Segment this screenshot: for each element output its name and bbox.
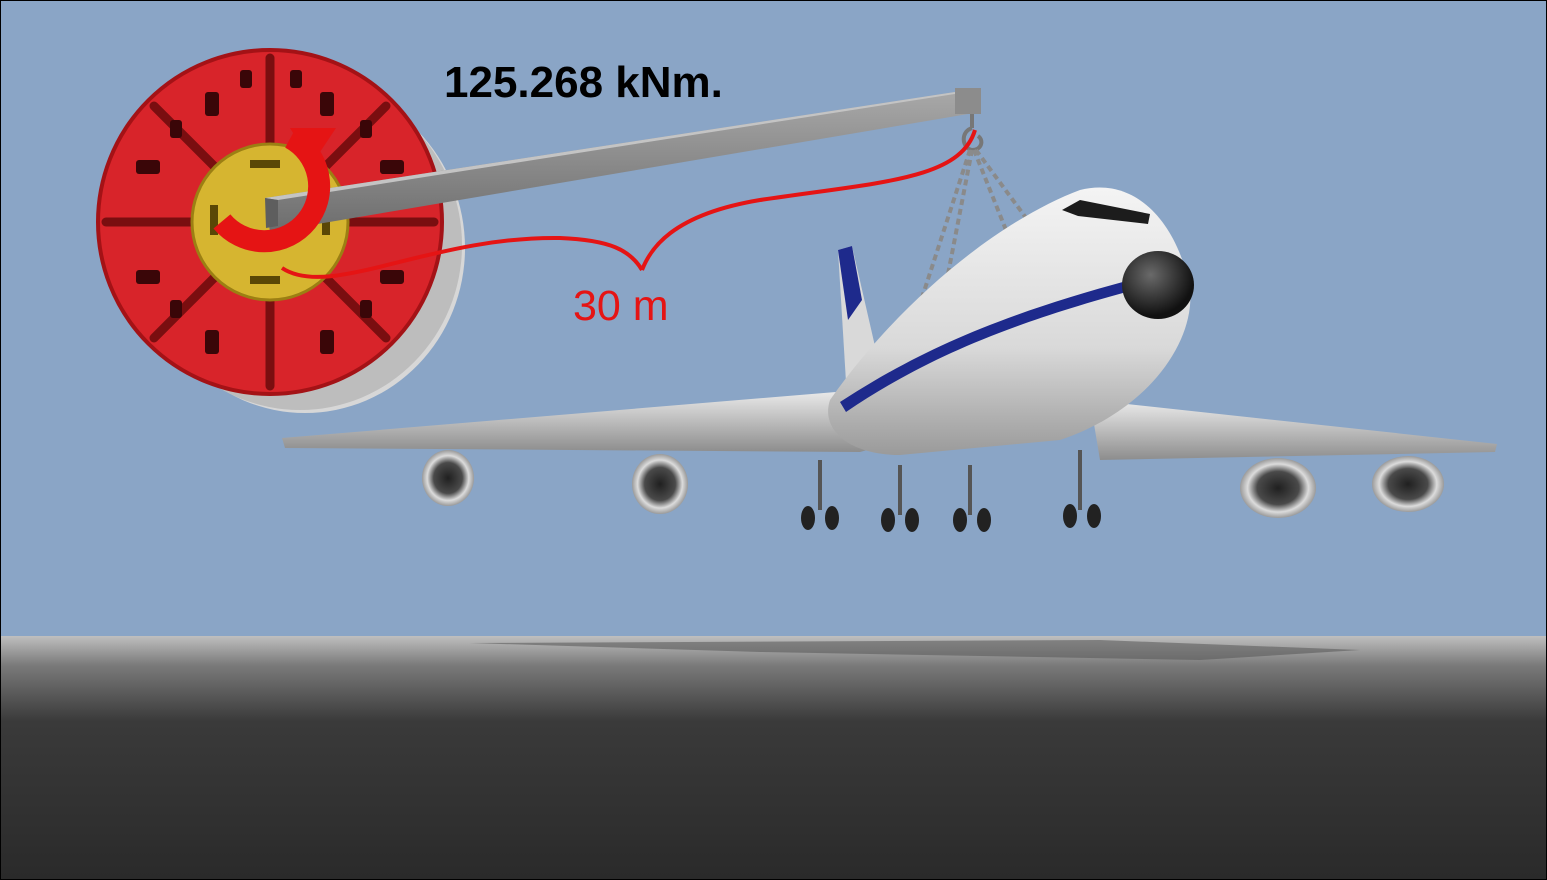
landing-gear: [818, 450, 1082, 515]
tunnel-boring-cutter-head: [96, 48, 465, 413]
aircraft-shadow: [470, 640, 1360, 660]
distance-label: 30 m: [573, 282, 669, 330]
torque-label: 125.268 kNm.: [444, 58, 723, 107]
boeing-747-aircraft: [282, 187, 1497, 532]
ground: [0, 636, 1547, 880]
circular-arrow-icon: [213, 128, 336, 253]
engine-right-inner: [1240, 458, 1316, 518]
engine-left-inner: [632, 454, 688, 514]
lifting-chains: [916, 148, 1034, 311]
engine-right-outer: [1372, 456, 1444, 512]
distance-brace: [280, 129, 977, 279]
lever-arm: [265, 88, 981, 232]
engine-left-outer: [422, 450, 474, 506]
